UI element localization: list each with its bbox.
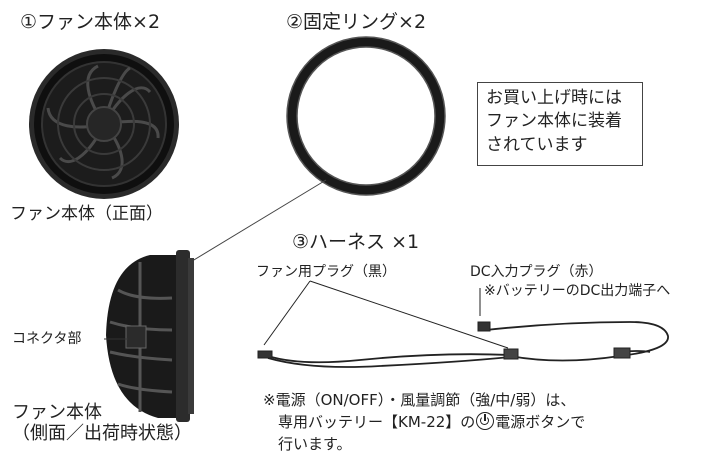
fan-side-caption-line1: ファン本体 (12, 402, 102, 423)
ring-title: ②固定リング×2 (286, 11, 427, 33)
fixing-ring-image (286, 36, 446, 196)
note-line1: ※電源（ON/OFF）・風量調節（強/中/弱）は、 (263, 391, 576, 409)
notice-box: お買い上げ時には ファン本体に装着 されています (477, 82, 643, 166)
notice-line: されています (486, 134, 588, 155)
fan-side-image (104, 250, 194, 422)
ring-leader-line (173, 179, 327, 273)
fan-front-image (29, 49, 179, 199)
fan-side-caption-line2: （側面／出荷時状態） (12, 422, 192, 444)
note-line2: 専用バッテリー【KM-22】の電源ボタンで (263, 411, 586, 434)
notice-line: ファン本体に装着 (486, 111, 622, 132)
fan-side-caption: ファン本体 （側面／出荷時状態） (12, 402, 192, 444)
note-line2-text-b: 電源ボタンで (495, 412, 586, 431)
harness-title: ③ハーネス ×1 (292, 231, 420, 253)
note-line2-text-a: 専用バッテリー【KM-22】の (278, 412, 476, 431)
fan-title: ①ファン本体×2 (20, 11, 161, 33)
dc-note-label: ※バッテリーのDC出力端子へ (484, 283, 671, 299)
dc-plug-label: DC入力プラグ（赤） (470, 264, 603, 280)
harness-image (257, 280, 669, 368)
fan-plug-label: ファン用プラグ（黒） (256, 264, 396, 280)
connector-label: コネクタ部 (12, 331, 82, 347)
operation-note: ※電源（ON/OFF）・風量調節（強/中/弱）は、 専用バッテリー【KM-22】… (263, 390, 585, 455)
fan-front-caption: ファン本体（正面） (10, 204, 163, 224)
note-line3: 行います。 (278, 434, 352, 453)
notice-line: お買い上げ時には (486, 88, 622, 108)
power-icon (476, 411, 495, 430)
